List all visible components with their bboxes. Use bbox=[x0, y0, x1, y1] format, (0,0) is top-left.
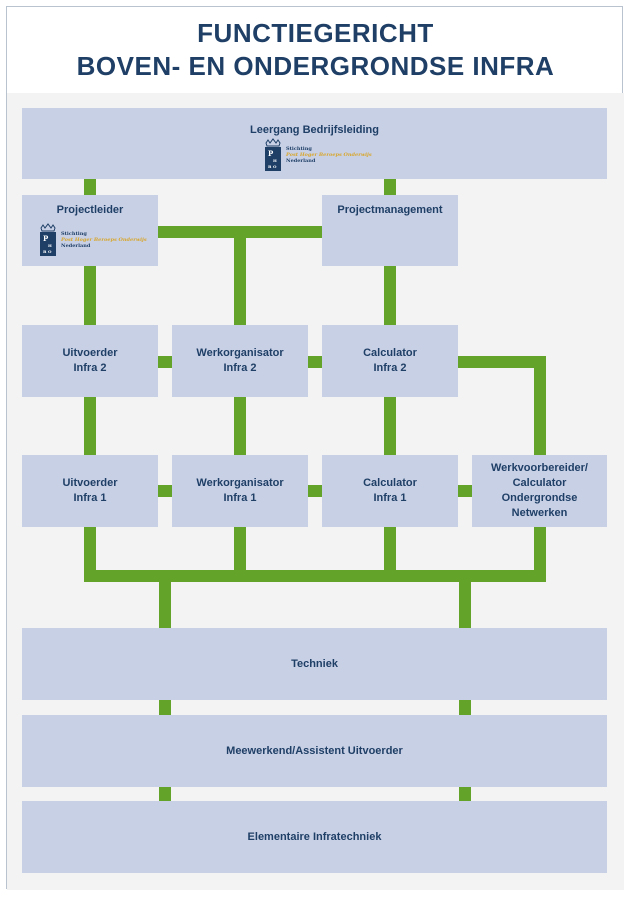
svg-text:O: O bbox=[273, 164, 277, 169]
connector-row2-1 bbox=[156, 356, 174, 368]
box-label-line-1: Werkorganisator bbox=[196, 477, 284, 489]
logo-line-3: Nederland bbox=[286, 158, 316, 164]
phbo-logo: P H O B Stichting Post Hoger Beroeps Ond… bbox=[263, 138, 372, 172]
phbo-crest-icon: P H O B bbox=[265, 138, 281, 171]
connector-trunk-left-1 bbox=[159, 580, 171, 630]
connector-trunk-right-3 bbox=[459, 785, 471, 803]
box-werkorganisator-infra-1: Werkorganisator Infra 1 bbox=[172, 455, 308, 527]
box-label-line-1: Calculator bbox=[363, 477, 417, 489]
box-label-line-2: Infra 1 bbox=[373, 492, 407, 504]
svg-text:P: P bbox=[43, 234, 49, 243]
connector-projectleider-uitvoerder2 bbox=[84, 264, 96, 326]
connector-down-3 bbox=[384, 525, 396, 575]
connector-row2-2 bbox=[306, 356, 324, 368]
svg-text:H: H bbox=[48, 243, 52, 248]
svg-text:B: B bbox=[268, 164, 272, 169]
svg-text:O: O bbox=[48, 249, 52, 254]
box-label-line-2: Infra 1 bbox=[223, 492, 257, 504]
box-label-line-1: Werkvoorbereider/ bbox=[490, 462, 588, 474]
logo-line-1: Stichting bbox=[61, 231, 87, 237]
box-label: Projectmanagement bbox=[337, 204, 443, 216]
box-projectmanagement: Projectmanagement bbox=[322, 195, 458, 266]
box-label-line-4: Netwerken bbox=[511, 507, 568, 519]
box-label-line-2: Infra 2 bbox=[73, 362, 107, 374]
connector-uitvoerder-2-1 bbox=[84, 396, 96, 456]
box-label-line-1: Uitvoerder bbox=[62, 477, 118, 489]
connector-row3-1 bbox=[156, 485, 174, 497]
box-label-line-2: Infra 2 bbox=[223, 362, 257, 374]
box-uitvoerder-infra-1: Uitvoerder Infra 1 bbox=[22, 455, 158, 527]
box-label: Meewerkend/Assistent Uitvoerder bbox=[226, 744, 403, 757]
box-werkorganisator-infra-2: Werkorganisator Infra 2 bbox=[172, 325, 308, 397]
connector-row3-3 bbox=[456, 485, 474, 497]
connector-leergang-projectleider bbox=[84, 178, 96, 196]
connector-trunk-right-1 bbox=[459, 580, 471, 630]
box-label-line-1: Uitvoerder bbox=[62, 347, 118, 359]
box-label: Techniek bbox=[291, 657, 338, 670]
box-label-line-2: Infra 2 bbox=[373, 362, 407, 374]
connector-calculator2-right bbox=[456, 356, 546, 368]
box-calculator-infra-2: Calculator Infra 2 bbox=[322, 325, 458, 397]
box-calculator-infra-1: Calculator Infra 1 bbox=[322, 455, 458, 527]
connector-down-2 bbox=[234, 525, 246, 575]
box-label: Elementaire Infratechniek bbox=[247, 830, 382, 843]
box-label-line-1: Werkorganisator bbox=[196, 347, 284, 359]
logo-line-3: Nederland bbox=[61, 243, 91, 249]
connector-trunk-right-2 bbox=[459, 698, 471, 716]
svg-text:H: H bbox=[273, 158, 277, 163]
logo-line-2: Post Hoger Beroeps Onderwijs bbox=[286, 152, 372, 158]
box-leergang-bedrijfsleiding: Leergang Bedrijfsleiding P H O B Stichti… bbox=[22, 108, 607, 179]
box-label-line-2: Calculator bbox=[512, 477, 567, 489]
connector-projectmanagement-calculator2 bbox=[384, 264, 396, 326]
connector-row3-2 bbox=[306, 485, 324, 497]
svg-text:B: B bbox=[43, 249, 47, 254]
box-werkvoorbereider-calculator-ondergrondse-netwerken: Werkvoorbereider/ Calculator Ondergronds… bbox=[472, 455, 607, 527]
logo-line-1: Stichting bbox=[286, 146, 312, 152]
connector-right-down bbox=[534, 356, 546, 456]
box-label-line-2: Infra 1 bbox=[73, 492, 107, 504]
box-label: Leergang Bedrijfsleiding bbox=[250, 124, 379, 136]
connector-down-1 bbox=[84, 525, 96, 575]
box-techniek: Techniek bbox=[22, 628, 607, 700]
connector-werkorganisator2-up bbox=[234, 232, 246, 326]
connector-down-4 bbox=[534, 525, 546, 575]
connector-trunk-left-3 bbox=[159, 785, 171, 803]
phbo-crest-icon: P H O B bbox=[40, 223, 56, 256]
svg-text:P: P bbox=[268, 149, 274, 158]
connector-calculator-2-1 bbox=[384, 396, 396, 456]
connector-bus-horizontal bbox=[84, 570, 546, 582]
connector-trunk-left-2 bbox=[159, 698, 171, 716]
box-label-line-1: Calculator bbox=[363, 347, 417, 359]
box-meewerkend-assistent-uitvoerder: Meewerkend/Assistent Uitvoerder bbox=[22, 715, 607, 787]
connector-leergang-projectmanagement bbox=[384, 178, 396, 196]
connector-werkorganisator-2-1 bbox=[234, 396, 246, 456]
box-elementaire-infratechniek: Elementaire Infratechniek bbox=[22, 801, 607, 873]
title-line-1: FUNCTIEGERICHT bbox=[197, 18, 434, 48]
box-uitvoerder-infra-2: Uitvoerder Infra 2 bbox=[22, 325, 158, 397]
box-projectleider: Projectleider P H O B Stichting Post Hog… bbox=[22, 195, 158, 266]
box-label-line-3: Ondergrondse bbox=[501, 492, 578, 504]
title-line-2: BOVEN- EN ONDERGRONDSE INFRA bbox=[76, 51, 555, 81]
logo-line-2: Post Hoger Beroeps Onderwijs bbox=[61, 237, 147, 243]
phbo-logo: P H O B Stichting Post Hoger Beroeps Ond… bbox=[38, 223, 147, 257]
box-label: Projectleider bbox=[56, 204, 124, 216]
